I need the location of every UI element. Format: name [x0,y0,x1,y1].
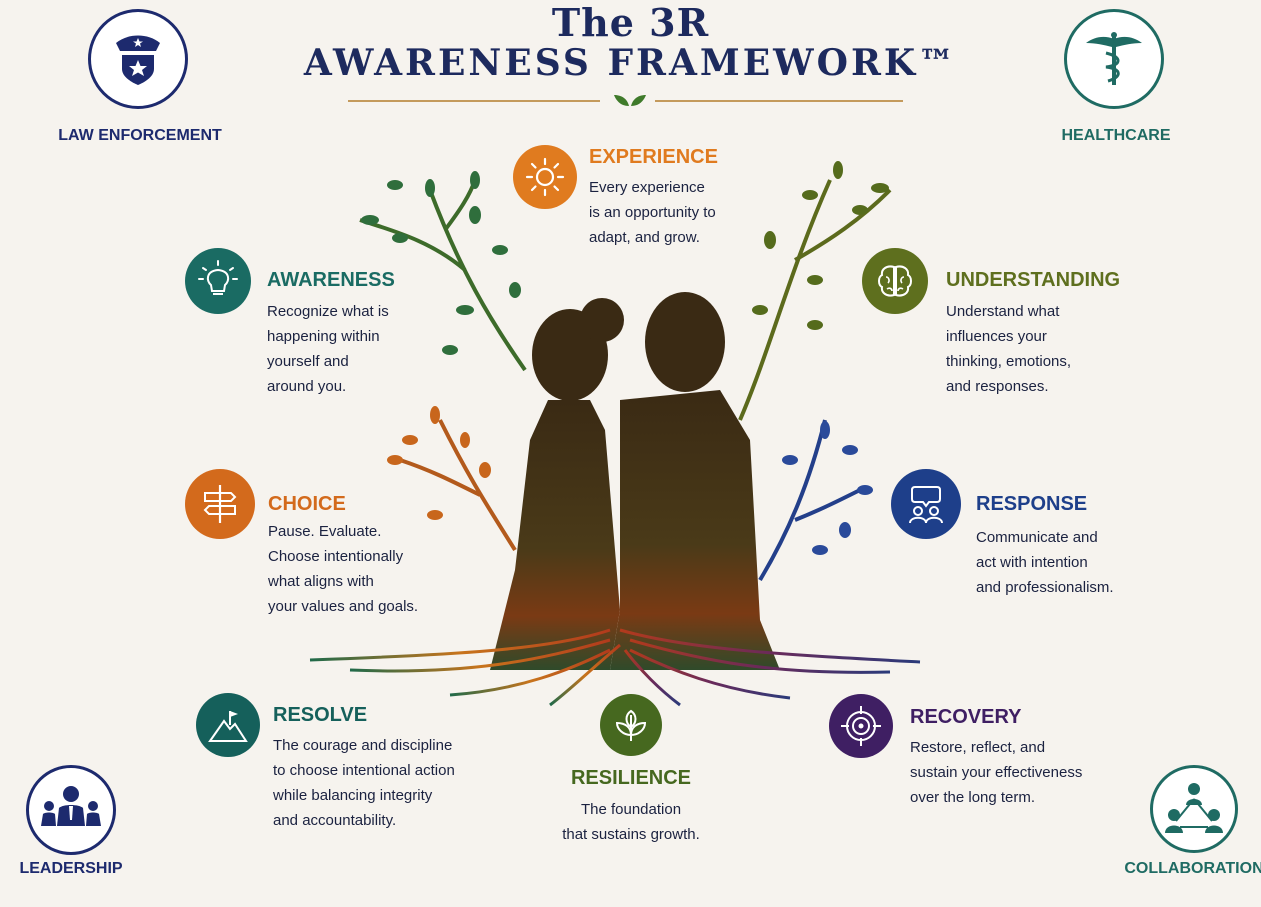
resolve-line: to choose intentional action [273,762,455,779]
conversation-icon [909,486,943,524]
experience-badge [513,145,577,209]
brain-icon [878,265,912,297]
law-enforcement-label: LAW ENFORCEMENT [58,127,222,144]
healthcare-circle [1064,9,1164,109]
awareness-line: yourself and [267,353,349,370]
leadership-label: LEADERSHIP [19,860,123,877]
mountain-flag-icon [208,711,248,742]
sprout-icon [615,709,647,741]
lightbulb-icon [198,260,238,295]
caduceus-icon [1086,32,1142,85]
choice-description: Pause. Evaluate. Choose intentionally wh… [268,519,418,619]
resilience-badge [600,694,662,756]
awareness-line: happening within [267,328,380,345]
network-people-icon [1165,783,1223,833]
response-heading: RESPONSE [976,493,1088,515]
response-description: Communicate and act with intention and p… [976,525,1114,600]
recovery-line: Restore, reflect, and [910,739,1046,756]
resolve-line: while balancing integrity [273,787,433,804]
recovery-heading: RECOVERY [910,706,1022,728]
response-badge [891,469,961,539]
understanding-line: Understand what [946,303,1060,320]
law-enforcement-circle [88,9,188,109]
resolve-line: The courage and discipline [273,737,453,754]
response-line: and professionalism. [976,579,1114,596]
silhouette-man [610,292,780,670]
recovery-line: sustain your effectiveness [910,764,1083,781]
understanding-line: thinking, emotions, [946,353,1072,370]
title-divider-left [348,100,600,102]
collaboration-label: COLLABORATION [1124,860,1261,877]
leaf-ornament-icon [614,95,646,106]
resilience-line: The foundation [580,801,682,818]
recovery-description: Restore, reflect, and sustain your effec… [910,735,1082,810]
orange-branch [399,419,517,552]
choice-line: Pause. Evaluate. [268,523,382,540]
awareness-line: Recognize what is [267,303,389,320]
resolve-badge [196,693,260,757]
leadership-circle [26,765,116,855]
experience-line: is an opportunity to [589,204,716,221]
awareness-line: around you. [267,378,347,395]
green-branch-right [738,179,892,421]
experience-line: adapt, and grow. [589,229,700,246]
awareness-badge [185,248,251,314]
title-line-1: The 3R [551,0,710,45]
experience-line: Every experience [589,179,705,196]
awareness-heading: AWARENESS [267,269,395,291]
understanding-badge [862,248,928,314]
sun-icon [525,157,565,197]
recovery-badge [829,694,893,758]
understanding-description: Understand what influences your thinking… [946,299,1071,399]
signpost-icon [203,485,237,523]
silhouette-woman [490,298,624,670]
choice-line: Choose intentionally [268,548,404,565]
experience-description: Every experience is an opportunity to ad… [589,175,716,250]
awareness-description: Recognize what is happening within yours… [267,299,389,399]
understanding-line: and responses. [946,378,1049,395]
resilience-heading: RESILIENCE [570,767,692,789]
choice-heading: CHOICE [268,493,346,515]
leader-team-icon [41,786,101,826]
roots [309,628,921,707]
police-badge-icon [116,35,160,85]
choice-line: what aligns with [268,573,374,590]
choice-badge [185,469,255,539]
resolve-line: and accountability. [273,812,397,829]
blue-branch [758,419,861,582]
resilience-description: The foundation that sustains growth. [531,797,731,847]
understanding-heading: UNDERSTANDING [946,269,1121,291]
healthcare-label: HEALTHCARE [1061,127,1171,144]
central-illustration [309,161,921,707]
understanding-line: influences your [946,328,1047,345]
experience-heading: EXPERIENCE [589,146,718,168]
response-line: act with intention [976,554,1088,571]
target-icon [841,706,881,746]
resolve-heading: RESOLVE [273,704,368,726]
choice-line: your values and goals. [268,598,419,615]
title-divider-right [655,100,903,102]
collaboration-circle [1150,765,1238,853]
resilience-line: that sustains growth. [562,826,700,843]
title-line-2: AWARENESS FRAMEWORK™ [303,42,958,84]
recovery-line: over the long term. [910,789,1036,806]
response-line: Communicate and [976,529,1098,546]
resolve-description: The courage and discipline to choose int… [273,733,455,833]
